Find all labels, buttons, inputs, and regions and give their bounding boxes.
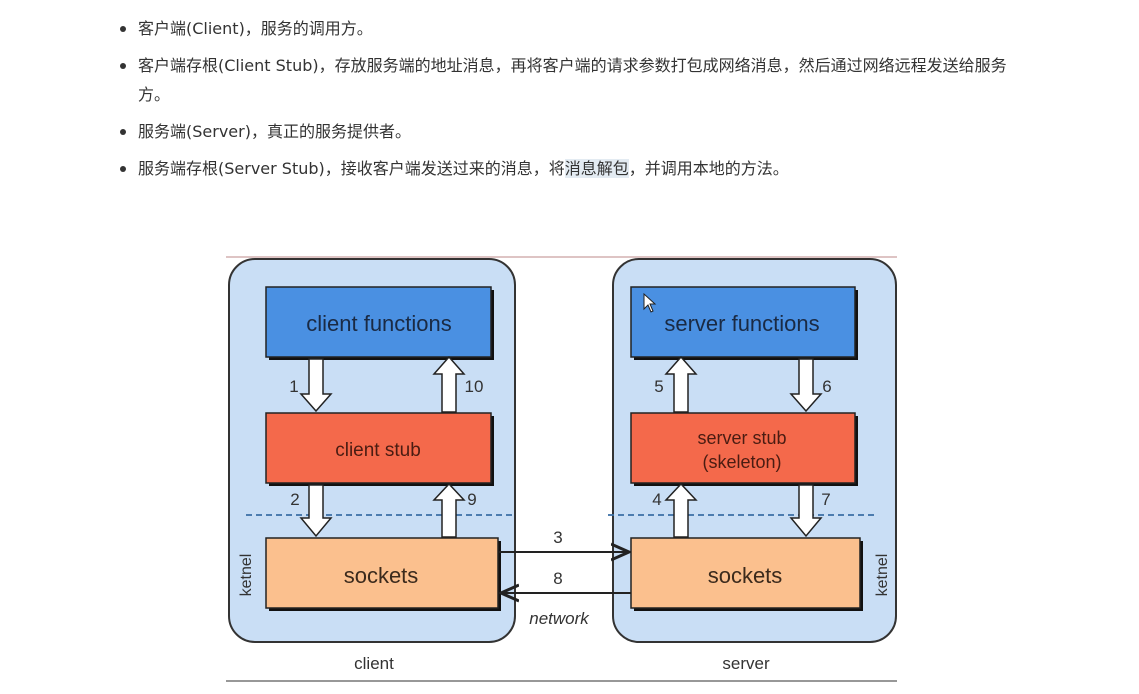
server-stub-label-line1: server stub	[697, 428, 786, 448]
mouse-cursor-icon	[643, 292, 657, 313]
bullet-dot	[120, 26, 126, 32]
server-sockets-label: sockets	[708, 563, 783, 588]
bullet-list: 客户端(Client)，服务的调用方。 客户端存根(Client Stub)，存…	[118, 14, 1018, 191]
client-sockets-box	[265, 537, 499, 609]
server-functions-label: server functions	[664, 311, 819, 336]
bullet-server: 服务端(Server)，真正的服务提供者。	[118, 117, 1018, 146]
arrow-label-9: 9	[467, 490, 476, 509]
arrow-label-10: 10	[465, 377, 484, 396]
server-stub-box	[630, 412, 856, 484]
bullet-text: 客户端(Client)，服务的调用方。	[138, 19, 373, 38]
server-caption: server	[722, 654, 770, 673]
arrow-5-up	[664, 355, 698, 413]
arrow-10-up	[432, 355, 466, 413]
bullet-text: 服务端(Server)，真正的服务提供者。	[138, 122, 411, 141]
arrow-label-1: 1	[289, 377, 298, 396]
server-sockets-box	[630, 537, 861, 609]
network-label: network	[529, 609, 590, 628]
bullet-text-post: ，并调用本地的方法。	[628, 159, 789, 178]
client-functions-box	[265, 286, 492, 358]
bullet-dot	[120, 129, 126, 135]
client-stub-label: client stub	[335, 440, 421, 461]
arrow-6-down	[789, 358, 823, 413]
arrow-label-6: 6	[822, 377, 831, 396]
arrow-7-down	[789, 484, 823, 538]
bullet-client: 客户端(Client)，服务的调用方。	[118, 14, 1018, 43]
bullet-client-stub: 客户端存根(Client Stub)，存放服务端的地址消息，再将客户端的请求参数…	[118, 51, 1018, 109]
server-functions-box	[630, 286, 856, 358]
bullet-server-stub: 服务端存根(Server Stub)，接收客户端发送过来的消息，将消息解包，并调…	[118, 154, 1018, 183]
bullet-dot	[120, 166, 126, 172]
arrow-9-up	[432, 482, 466, 538]
client-stub-box	[265, 412, 492, 484]
arrow-1-down	[299, 358, 333, 413]
network-label-8: 8	[553, 569, 562, 588]
arrow-label-5: 5	[654, 377, 663, 396]
bullet-text: 客户端存根(Client Stub)，存放服务端的地址消息，再将客户端的请求参数…	[138, 56, 1007, 104]
arrow-4-up	[664, 482, 698, 538]
arrow-label-7: 7	[821, 490, 830, 509]
network-label-3: 3	[553, 528, 562, 547]
server-kernel-label: ketnel	[874, 554, 891, 597]
arrow-2-down	[299, 484, 333, 538]
bullet-dot	[120, 63, 126, 69]
bullet-text-pre: 服务端存根(Server Stub)，接收客户端发送过来的消息，将	[138, 159, 565, 178]
client-kernel-label: ketnel	[238, 554, 255, 597]
server-stub-label-line2: (skeleton)	[702, 452, 781, 472]
client-caption: client	[354, 654, 394, 673]
client-sockets-label: sockets	[344, 563, 419, 588]
arrow-label-4: 4	[652, 490, 661, 509]
highlighted-text[interactable]: 消息解包	[564, 159, 629, 178]
client-functions-label: client functions	[306, 311, 452, 336]
arrow-label-2: 2	[290, 490, 299, 509]
